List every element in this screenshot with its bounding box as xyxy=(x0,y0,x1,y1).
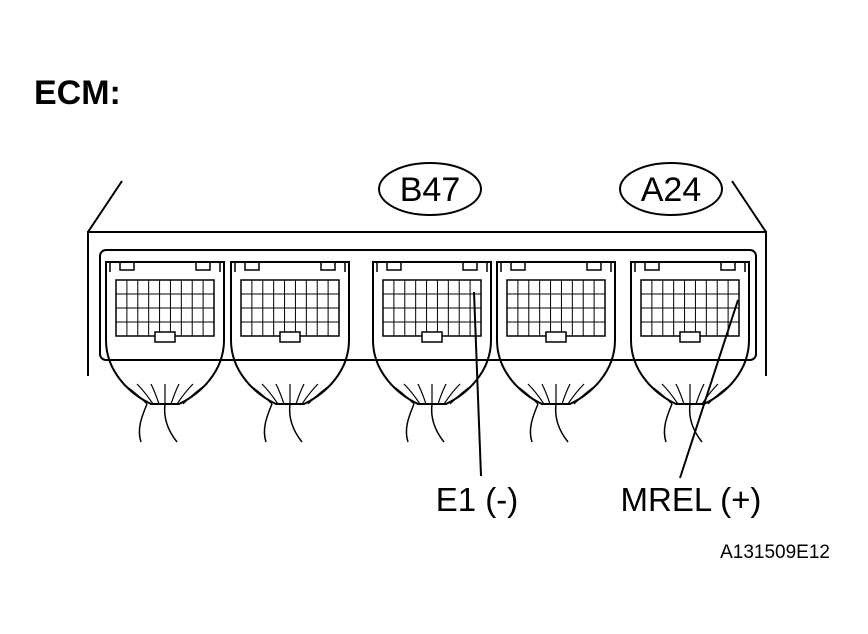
connector-2 xyxy=(230,261,350,443)
figure-reference: A131509E12 xyxy=(720,542,830,563)
ecm-connector-group xyxy=(105,261,750,443)
ecm-housing xyxy=(87,180,767,376)
connector-4 xyxy=(496,261,616,443)
connector-code-b47: B47 xyxy=(378,162,482,216)
connector-5 xyxy=(630,261,750,443)
connector-code-b47-text: B47 xyxy=(400,171,461,209)
pin-label-mrel: MREL (+) xyxy=(621,481,762,518)
connector-3 xyxy=(372,261,492,443)
pin-label-e1: E1 (-) xyxy=(436,481,519,518)
connector-code-a24: A24 xyxy=(619,162,723,216)
diagram-title: ECM: xyxy=(34,74,121,112)
mrel-leader-line xyxy=(679,299,739,479)
e1-leader-line xyxy=(473,291,482,477)
connector-1 xyxy=(105,261,225,443)
connector-code-a24-text: A24 xyxy=(641,171,702,209)
